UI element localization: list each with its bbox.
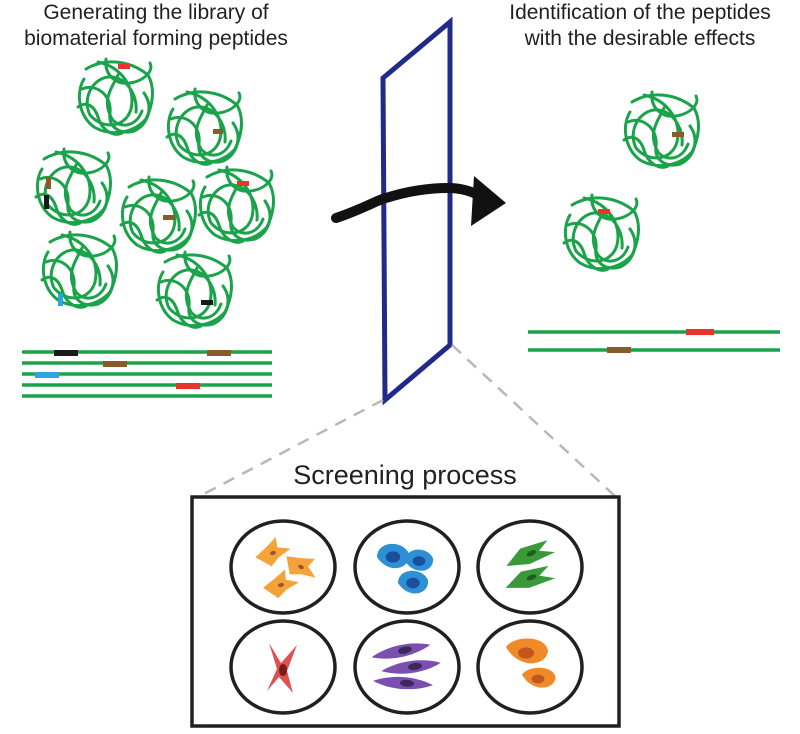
identification-title: Identification of the peptides with the … xyxy=(480,0,800,52)
screening-title: Screening process xyxy=(293,460,517,490)
cell-well-icon xyxy=(229,619,337,715)
peptide-coil-icon xyxy=(165,87,243,166)
peptide-coil-icon xyxy=(76,57,154,136)
peptide-library-cluster xyxy=(34,57,275,329)
cell-icon xyxy=(405,549,434,571)
cell-icon xyxy=(506,540,556,566)
cell-well-icon xyxy=(476,619,584,715)
peptide-coil-icon xyxy=(119,175,197,254)
library-title: Generating the library of biomaterial fo… xyxy=(0,0,312,52)
sequence-strands-selected xyxy=(528,329,780,353)
sequence-strands-library xyxy=(22,350,272,398)
cell-icon xyxy=(373,676,433,690)
selected-peptides-cluster xyxy=(562,90,700,272)
cell-icon xyxy=(377,543,410,569)
cell-icon xyxy=(522,667,556,688)
cell-well-icon xyxy=(353,619,461,715)
library-title-line-2: biomaterial forming peptides xyxy=(24,27,288,50)
peptide-coil-icon xyxy=(155,250,233,329)
peptide-coil-icon xyxy=(562,193,640,272)
cell-icon xyxy=(286,556,316,578)
cell-icon xyxy=(255,537,291,567)
cell-icon xyxy=(506,638,548,664)
peptide-coil-icon xyxy=(34,147,112,226)
identification-title-line-2: with the desirable effects xyxy=(524,27,756,50)
screening-frame-icon xyxy=(380,16,453,406)
identification-title-line-1: Identification of the peptides xyxy=(509,1,771,24)
cell-icon xyxy=(267,643,297,693)
zoom-guide-lines xyxy=(197,344,617,499)
curved-arrow-icon xyxy=(331,176,506,226)
cell-icon xyxy=(505,565,556,588)
cell-well-icon xyxy=(353,519,461,615)
peptide-coil-icon xyxy=(622,90,700,169)
cell-wells-grid xyxy=(229,519,584,715)
peptide-coil-icon xyxy=(197,165,275,244)
cell-icon xyxy=(263,569,299,599)
cell-icon xyxy=(371,643,431,659)
peptide-coil-icon xyxy=(40,230,118,309)
cell-well-icon xyxy=(476,519,584,615)
cell-icon xyxy=(381,660,441,674)
cell-well-icon xyxy=(229,519,337,615)
library-title-line-1: Generating the library of xyxy=(43,1,269,24)
cell-icon xyxy=(398,570,429,594)
